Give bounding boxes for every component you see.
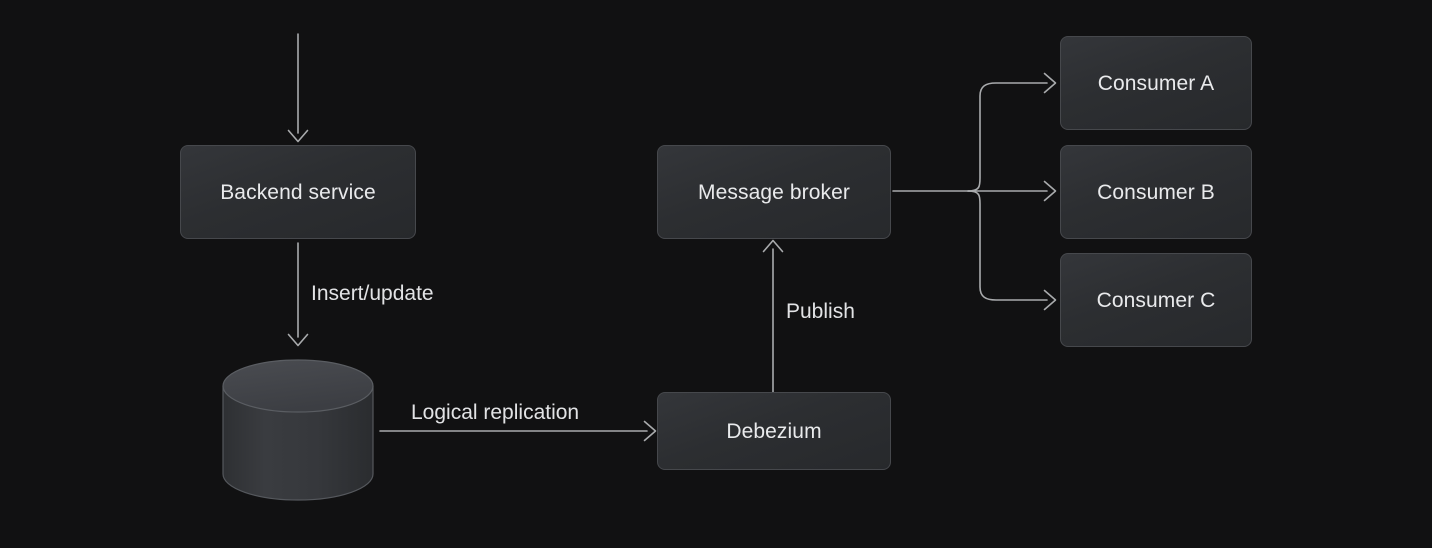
node-message-broker[interactable]: Message broker [657,145,891,239]
node-consumer-a-label: Consumer A [1097,71,1215,95]
edge-backend-to-database [287,242,309,347]
edge-broker-to-consumer-b [967,180,1057,202]
edge-label-publish: Publish [786,300,855,323]
database-cylinder [222,359,374,501]
node-message-broker-label: Message broker [698,180,850,204]
edge-debezium-to-broker [762,239,784,394]
edge-broker-to-consumer-c [967,190,1057,311]
edge-label-insert-update: Insert/update [311,282,434,305]
node-backend-service-label: Backend service [220,180,376,204]
node-backend-service[interactable]: Backend service [180,145,416,239]
node-consumer-a[interactable]: Consumer A [1060,36,1252,130]
edge-label-logical-replication: Logical replication [411,401,580,424]
node-consumer-b-label: Consumer B [1097,180,1215,204]
edge-broker-to-consumer-a [967,72,1057,192]
node-consumer-c-label: Consumer C [1096,288,1216,312]
node-consumer-b[interactable]: Consumer B [1060,145,1252,239]
edge-database-to-debezium [379,420,657,442]
node-debezium-label: Debezium [726,419,822,443]
node-debezium[interactable]: Debezium [657,392,891,470]
edge-inbound-to-backend [287,33,309,143]
node-consumer-c[interactable]: Consumer C [1060,253,1252,347]
